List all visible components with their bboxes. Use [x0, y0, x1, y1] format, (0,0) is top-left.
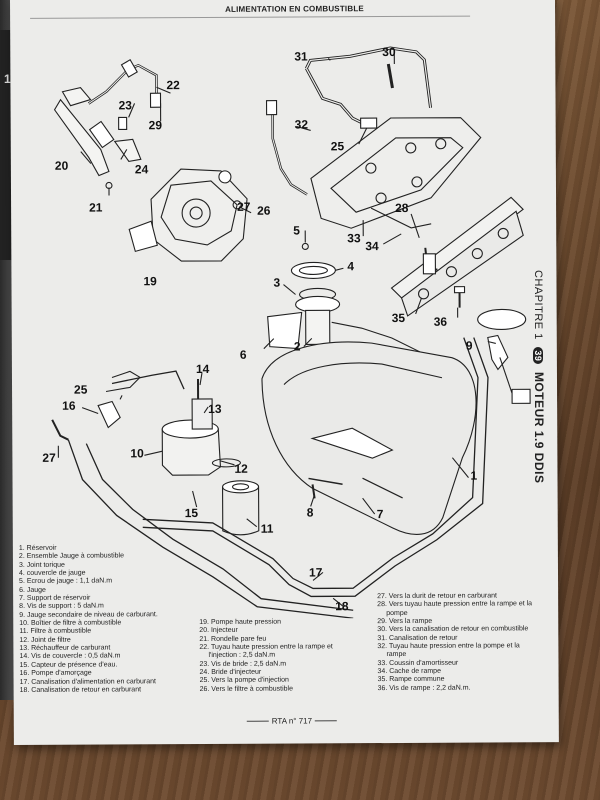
callout-14: 14: [195, 361, 210, 377]
page-footer: RTA n° 717: [244, 716, 340, 726]
legend-item: 28. Vers tuyau haute pression entre la r…: [377, 600, 533, 609]
callout-12: 12: [234, 461, 248, 476]
callout-5: 5: [293, 223, 300, 238]
left-tab-number: 1: [4, 72, 11, 86]
callout-13: 13: [208, 401, 222, 416]
page-number-badge: 39: [533, 347, 543, 365]
callout-36: 36: [433, 314, 448, 329]
callout-19: 19: [143, 274, 157, 289]
legend-item: 18. Canalisation de retour en carburant: [19, 686, 142, 694]
callout-27a: 27: [237, 199, 251, 214]
callout-35: 35: [391, 310, 406, 326]
legend-column-3: 27. Vers la durit de retour en carburant…: [377, 592, 532, 693]
callout-18: 18: [335, 599, 349, 614]
callout-11: 11: [260, 521, 274, 536]
callout-22: 22: [166, 78, 180, 93]
callout-29: 29: [148, 118, 163, 133]
callout-28: 28: [395, 200, 409, 215]
callout-31: 31: [294, 49, 308, 64]
chapter-side-tab: CHAPITRE 1 39 MOTEUR 1.9 DDIS: [532, 270, 546, 483]
callout-25b: 25: [74, 382, 88, 397]
callout-7: 7: [376, 507, 384, 522]
legend-item: 36. Vis de rampe : 2,2 daN.m.: [377, 684, 471, 692]
chapter-label: CHAPITRE 1: [532, 270, 544, 340]
legend-item: 32. Tuyau haute pression entre la pompe …: [377, 642, 520, 651]
callout-24: 24: [134, 162, 149, 177]
manual-page: ALIMENTATION EN COMBUSTIBLE: [10, 0, 559, 745]
legend-column-2: 19. Pompe haute pression 20. Injecteur 2…: [199, 618, 333, 694]
callout-21: 21: [89, 200, 103, 215]
legend-item: 30. Vers la canalisation de retour en co…: [377, 625, 529, 634]
callout-25a: 25: [330, 139, 345, 154]
callout-3: 3: [273, 275, 281, 290]
legend-column-1: 1. Réservoir 2. Ensemble Jauge à combust…: [19, 544, 158, 695]
legend-item: 22. Tuyau haute pression entre la rampe …: [199, 643, 333, 652]
fuel-system-diagram: [51, 46, 531, 619]
callout-17: 17: [308, 565, 323, 580]
callout-9: 9: [465, 338, 473, 353]
callout-6: 6: [239, 347, 247, 362]
callout-20: 20: [54, 158, 69, 173]
callout-16: 16: [62, 398, 76, 413]
callout-4: 4: [347, 259, 355, 274]
callout-32: 32: [294, 117, 309, 132]
callout-1: 1: [470, 468, 478, 483]
callout-15: 15: [184, 506, 199, 521]
section-label: MOTEUR 1.9 DDIS: [532, 371, 546, 484]
callout-23: 23: [118, 98, 132, 113]
callout-34: 34: [365, 239, 379, 254]
callout-2: 2: [293, 339, 301, 354]
callout-30: 30: [382, 44, 396, 60]
callout-8: 8: [306, 505, 314, 520]
callout-26: 26: [257, 203, 271, 218]
callout-27b: 27: [42, 450, 56, 465]
legend-item: 26. Vers le filtre à combustible: [199, 685, 294, 693]
callout-33: 33: [347, 231, 361, 246]
callout-10: 10: [130, 446, 144, 461]
